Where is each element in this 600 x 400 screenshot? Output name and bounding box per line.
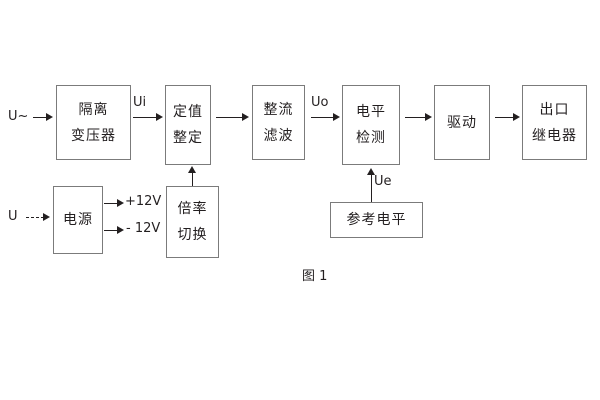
- arrow-head-icon: [367, 168, 375, 175]
- arrow-shaft: [192, 172, 193, 186]
- block-rectifier-filter: 整流滤波: [252, 85, 305, 160]
- block-label: 变压器: [71, 127, 116, 144]
- arrow-shaft: [216, 117, 243, 118]
- arrow-head-icon: [242, 113, 249, 121]
- arrow-head-icon: [117, 199, 124, 207]
- block-label: 定值: [173, 104, 203, 120]
- signal-label-neg-12v: - 12V: [126, 221, 161, 236]
- signal-label-input-dc: U: [8, 209, 18, 224]
- connector-conn-power-pos12v: [104, 199, 124, 208]
- block-isolation-transformer: 隔离变压器: [56, 85, 131, 160]
- arrow-head-icon: [425, 113, 432, 121]
- arrow-shaft: [371, 174, 372, 202]
- block-multiplier-switch: 倍率切换: [166, 186, 219, 258]
- arrow-head-icon: [117, 226, 124, 234]
- connector-conn-setting-to-rectifier: [216, 113, 249, 122]
- connector-conn-dc-input-to-power: [26, 213, 50, 222]
- connector-conn-input-to-transformer: [33, 113, 53, 122]
- connector-conn-level-to-drive: [405, 113, 432, 122]
- connector-conn-multiplier-to-setting: [188, 166, 197, 186]
- block-label: 驱动: [447, 114, 477, 131]
- arrow-head-icon: [333, 113, 340, 121]
- block-label: 继电器: [532, 127, 577, 144]
- block-label: 整流: [263, 101, 294, 118]
- connector-conn-transformer-to-setting: [133, 113, 163, 122]
- block-label: 倍率: [177, 201, 208, 217]
- arrow-shaft: [104, 230, 118, 231]
- block-output-relay: 出口继电器: [522, 85, 587, 160]
- arrow-shaft: [26, 217, 44, 218]
- block-label: 整定: [173, 130, 203, 146]
- arrow-shaft: [104, 203, 118, 204]
- block-label: 滤波: [263, 127, 294, 144]
- figure-caption: 图 1: [302, 269, 328, 284]
- block-setting-value: 定值整定: [165, 85, 211, 165]
- connector-conn-reference-to-level: [367, 168, 376, 202]
- connector-conn-power-neg12v: [104, 226, 124, 235]
- connector-conn-rectifier-to-level: [311, 113, 340, 122]
- signal-label-uo: Uo: [311, 95, 329, 110]
- signal-label-pos-12v: +12V: [125, 194, 162, 209]
- block-label: 切换: [177, 227, 208, 243]
- arrow-head-icon: [156, 113, 163, 121]
- block-reference-level: 参考电平: [330, 202, 423, 238]
- block-label: 隔离: [78, 101, 109, 118]
- block-drive: 驱动: [434, 85, 490, 160]
- block-label: 电平: [356, 104, 386, 120]
- arrow-head-icon: [188, 166, 196, 173]
- signal-label-ue: Ue: [374, 174, 392, 189]
- arrow-shaft: [133, 117, 157, 118]
- arrow-head-icon: [43, 213, 50, 221]
- block-level-detection: 电平检测: [342, 85, 400, 165]
- block-label: 参考电平: [346, 212, 407, 228]
- arrow-shaft: [311, 117, 334, 118]
- signal-label-input-ac: U~: [8, 109, 29, 124]
- block-label: 出口: [539, 101, 570, 118]
- connector-conn-drive-to-relay: [495, 113, 520, 122]
- block-label: 电源: [63, 212, 93, 228]
- arrow-head-icon: [46, 113, 53, 121]
- signal-label-ui: Ui: [133, 95, 147, 110]
- arrow-shaft: [495, 117, 514, 118]
- arrow-shaft: [405, 117, 426, 118]
- arrow-shaft: [33, 117, 47, 118]
- block-label: 检测: [356, 130, 386, 146]
- arrow-head-icon: [513, 113, 520, 121]
- block-power-supply: 电源: [53, 186, 103, 254]
